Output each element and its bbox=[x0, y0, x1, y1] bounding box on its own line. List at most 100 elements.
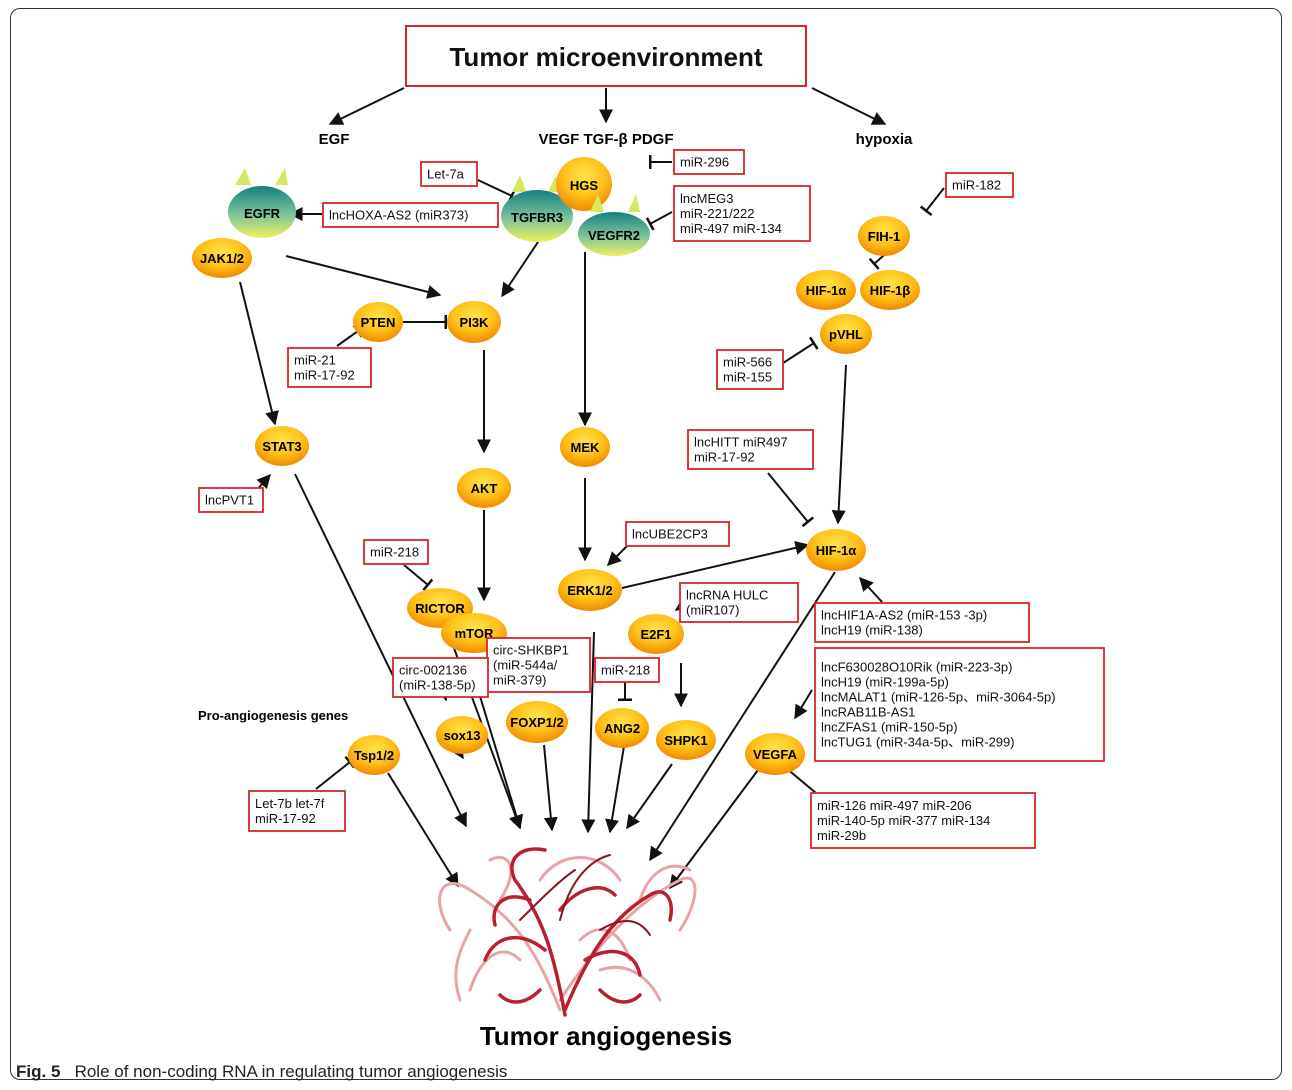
regulator-text-lncpvt1-0: lncPVT1 bbox=[205, 493, 254, 508]
node-erk12: ERK1/2 bbox=[558, 569, 622, 611]
svg-text:JAK1/2: JAK1/2 bbox=[200, 251, 244, 266]
regulator-boxes: Let-7a miR-296 lncHOXA-AS2 (miR373) lncMEG3… bbox=[198, 149, 1105, 849]
input-egf: EGF bbox=[319, 131, 350, 148]
svg-text:PTEN: PTEN bbox=[361, 315, 396, 330]
regulator-text-mir126-2: miR-29b bbox=[817, 828, 866, 843]
vessel-illustration bbox=[438, 847, 697, 1017]
node-e2f1: E2F1 bbox=[628, 614, 684, 654]
svg-text:HGS: HGS bbox=[570, 178, 599, 193]
regulator-text-lnchif1a-1: lncH19 (miR-138) bbox=[821, 623, 923, 638]
regulator-text-lncmeg3-0: lncMEG3 bbox=[680, 191, 733, 206]
regulator-text-let7b-1: miR-17-92 bbox=[255, 811, 316, 826]
pathway-diagram: Tumor microenvironment EGF VEGF TGF-β PD… bbox=[192, 25, 1105, 1051]
regulator-text-mir21-1: miR-17-92 bbox=[294, 368, 355, 383]
node-stat3: STAT3 bbox=[255, 426, 309, 466]
regulator-box-mir182: miR-182 bbox=[945, 172, 1014, 198]
figure-caption: Fig. 5 Role of non-coding RNA in regulat… bbox=[16, 1062, 507, 1082]
svg-text:MEK: MEK bbox=[571, 440, 601, 455]
regulator-box-circ002136: circ-002136(miR-138-5p) bbox=[392, 657, 489, 698]
regulator-text-circshkbp1-2: miR-379) bbox=[493, 673, 546, 688]
node-fih1: FIH-1 bbox=[858, 216, 910, 256]
regulator-text-let7b-0: Let-7b let-7f bbox=[255, 796, 325, 811]
regulator-box-mir218a: miR-218 bbox=[363, 539, 429, 565]
node-pi3k: PI3K bbox=[447, 301, 501, 343]
regulator-text-lncf630-0: lncF630028O10Rik (miR-223-3p) bbox=[821, 660, 1012, 675]
regulator-text-lnchoxa-0: lncHOXA-AS2 (miR373) bbox=[329, 208, 468, 223]
node-hif1a: HIF-1α bbox=[806, 529, 866, 571]
regulator-box-lncpvt1: lncPVT1 bbox=[198, 487, 264, 513]
regulator-box-lnchif1a: lncHIF1A-AS2 (miR-153 -3p)lncH19 (miR-13… bbox=[814, 602, 1030, 643]
node-mek: MEK bbox=[560, 427, 610, 467]
regulator-text-lncmeg3-2: miR-497 miR-134 bbox=[680, 221, 782, 236]
svg-text:FIH-1: FIH-1 bbox=[868, 229, 901, 244]
regulator-text-lncrnahulc-0: lncRNA HULC bbox=[686, 588, 768, 603]
bottom-title: Tumor angiogenesis bbox=[480, 1021, 732, 1051]
title: Tumor microenvironment bbox=[449, 42, 762, 72]
regulator-text-mir126-1: miR-140-5p miR-377 miR-134 bbox=[817, 813, 990, 828]
regulator-text-mir21-0: miR-21 bbox=[294, 353, 336, 368]
node-hif1a-top: HIF-1α bbox=[796, 270, 856, 310]
regulator-text-lncf630-4: lncZFAS1 (miR-150-5p) bbox=[821, 720, 958, 735]
regulator-text-mir126-0: miR-126 miR-497 miR-206 bbox=[817, 798, 972, 813]
regulator-box-mir218b: miR-218 bbox=[594, 657, 660, 683]
node-akt: AKT bbox=[457, 468, 511, 508]
regulator-text-circ002136-1: (miR-138-5p) bbox=[399, 678, 476, 693]
input-hypoxia: hypoxia bbox=[856, 131, 913, 148]
node-jak12: JAK1/2 bbox=[192, 238, 252, 278]
regulator-text-circshkbp1-1: (miR-544a/ bbox=[493, 658, 558, 673]
regulator-text-let7a-0: Let-7a bbox=[427, 167, 465, 182]
regulator-text-lncf630-5: lncTUG1 (miR-34a-5p、miR-299) bbox=[821, 735, 1015, 750]
svg-text:pVHL: pVHL bbox=[829, 327, 863, 342]
node-vegfa: VEGFA bbox=[745, 733, 805, 775]
node-foxp12: FOXP1/2 bbox=[506, 701, 568, 743]
svg-text:EGFR: EGFR bbox=[244, 206, 281, 221]
caption-text: Role of non-coding RNA in regulating tum… bbox=[74, 1062, 508, 1081]
svg-text:TGFBR3: TGFBR3 bbox=[511, 210, 563, 225]
node-sox13: sox13 bbox=[436, 716, 488, 754]
svg-text:PI3K: PI3K bbox=[460, 315, 490, 330]
svg-text:SHPK1: SHPK1 bbox=[664, 733, 707, 748]
regulator-text-mir182-0: miR-182 bbox=[952, 178, 1001, 193]
regulator-text-mir566-0: miR-566 bbox=[723, 355, 772, 370]
node-pten: PTEN bbox=[353, 302, 403, 342]
svg-text:STAT3: STAT3 bbox=[262, 439, 301, 454]
node-hgs: HGS bbox=[556, 157, 612, 211]
svg-text:mTOR: mTOR bbox=[455, 626, 494, 641]
svg-text:RICTOR: RICTOR bbox=[415, 601, 465, 616]
regulator-text-mir218a-0: miR-218 bbox=[370, 545, 419, 560]
inhibition-lines bbox=[315, 155, 945, 794]
regulator-text-mir296-0: miR-296 bbox=[680, 155, 729, 170]
regulator-text-lncf630-2: lncMALAT1 (miR-126-5p、miR-3064-5p) bbox=[821, 690, 1056, 705]
svg-text:AKT: AKT bbox=[471, 481, 498, 496]
regulator-box-mir296: miR-296 bbox=[673, 149, 745, 175]
caption-label: Fig. 5 bbox=[16, 1062, 61, 1081]
regulator-text-lncube2cp3-0: lncUBE2CP3 bbox=[632, 527, 708, 542]
node-pvhl: pVHL bbox=[820, 314, 872, 354]
svg-text:sox13: sox13 bbox=[444, 728, 481, 743]
signaling-nodes: JAK1/2 PI3K PTEN STAT3 AKT MEK ERK1/2 RI… bbox=[192, 216, 920, 775]
svg-text:VEGFA: VEGFA bbox=[753, 747, 798, 762]
svg-text:Tsp1/2: Tsp1/2 bbox=[354, 748, 394, 763]
receptor-tgfbr3: TGFBR3 bbox=[501, 175, 573, 242]
receptor-vegfr2: VEGFR2 bbox=[578, 194, 650, 256]
node-tsp12: Tsp1/2 bbox=[348, 735, 400, 775]
svg-text:ANG2: ANG2 bbox=[604, 721, 640, 736]
regulator-text-circ002136-0: circ-002136 bbox=[399, 663, 467, 678]
regulator-box-circshkbp1: circ-SHKBP1(miR-544a/miR-379) bbox=[486, 637, 591, 693]
svg-text:E2F1: E2F1 bbox=[640, 627, 671, 642]
regulator-text-lnchif1a-0: lncHIF1A-AS2 (miR-153 -3p) bbox=[821, 608, 987, 623]
figure-frame bbox=[10, 8, 1282, 1080]
regulator-text-mir218b-0: miR-218 bbox=[601, 663, 650, 678]
regulator-box-lncf630: lncF630028O10Rik (miR-223-3p)lncH19 (miR… bbox=[814, 647, 1105, 762]
svg-text:ERK1/2: ERK1/2 bbox=[567, 583, 613, 598]
input-growth-factors: VEGF TGF-β PDGF bbox=[539, 131, 674, 148]
title-box bbox=[405, 25, 807, 87]
section-label: Pro-angiogenesis genes bbox=[198, 708, 348, 723]
receptor-egfr: EGFR bbox=[228, 168, 296, 238]
node-shpk1: SHPK1 bbox=[656, 720, 716, 760]
